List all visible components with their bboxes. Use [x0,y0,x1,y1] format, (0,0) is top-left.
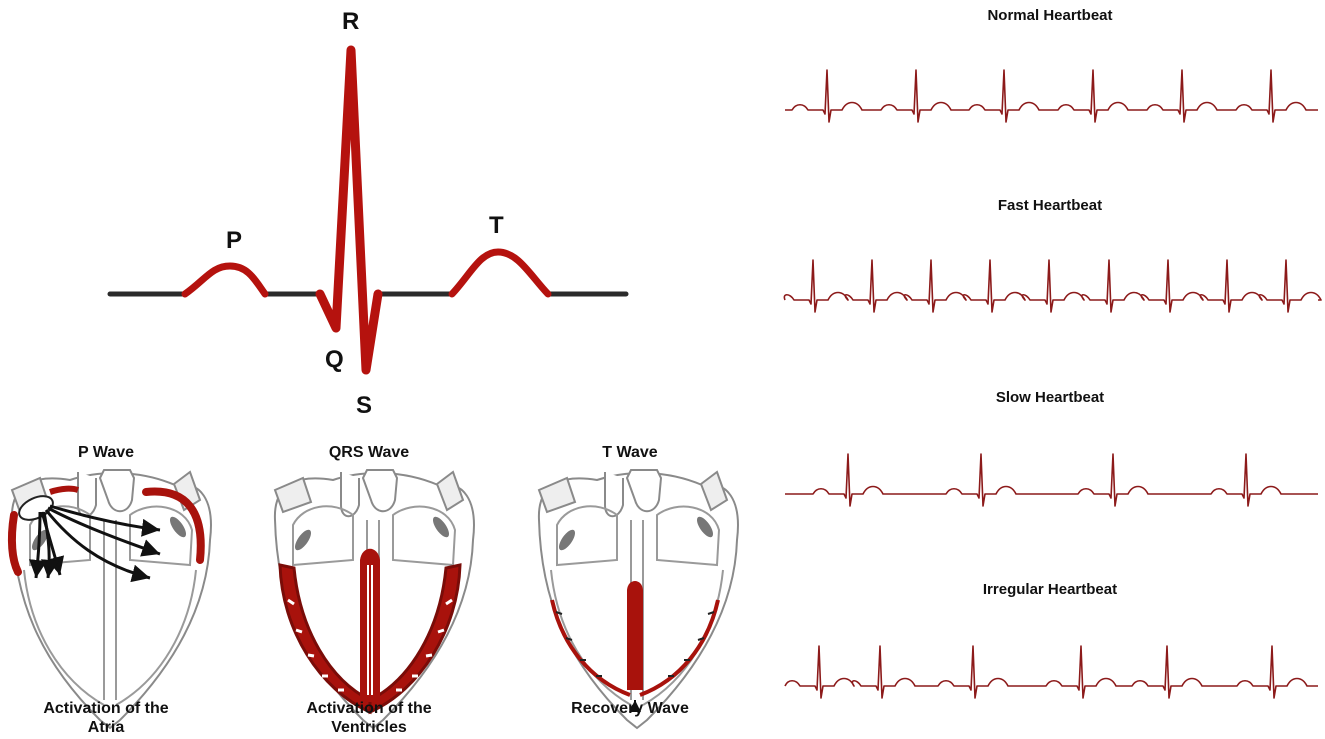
normal-trace [785,70,1318,122]
irregular-trace [785,646,1318,698]
fast-trace [784,260,1321,312]
slow-trace [785,454,1318,506]
